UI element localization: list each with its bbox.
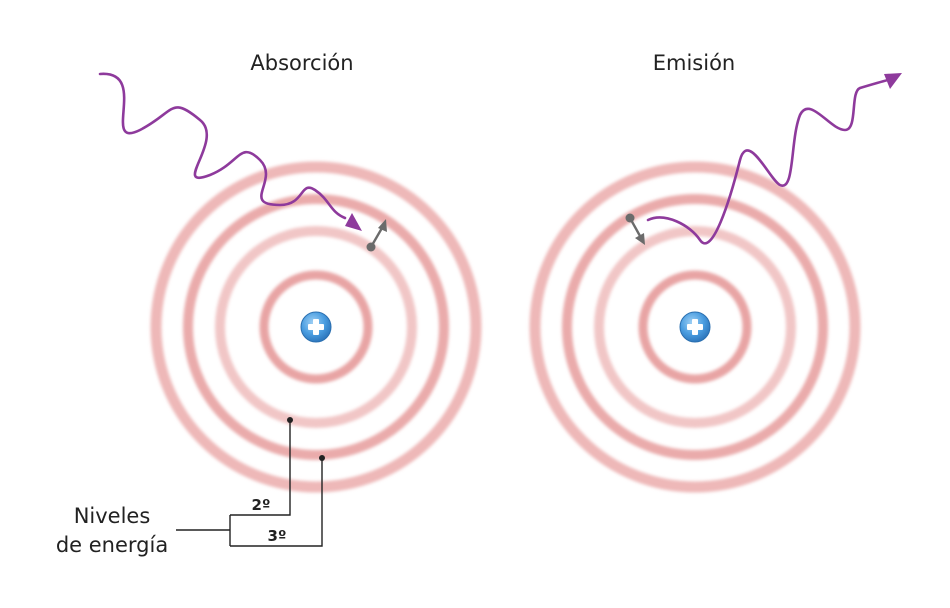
outgoing-photon-wave: [646, 78, 890, 245]
level-2-leader: [230, 420, 291, 516]
orbit-ring-4: [529, 161, 861, 493]
orbit-ring-4: [150, 161, 482, 493]
absorption-title: Absorción: [250, 51, 353, 75]
electron-arrowhead: [378, 219, 387, 232]
incoming-photon-wave: [98, 72, 347, 220]
level-3-label: 3º: [268, 527, 287, 545]
level-2-label: 2º: [252, 496, 271, 514]
legend-label-line2: de energía: [56, 533, 168, 557]
orbit-ring-3: [562, 194, 828, 460]
absorption-atom: [98, 72, 482, 493]
emission-title: Emisión: [653, 51, 736, 75]
electron-transition-arrow-icon: [628, 216, 642, 238]
nucleus-plus-icon: [300, 311, 332, 343]
orbit-ring-3: [183, 194, 449, 460]
photon-arrowhead: [345, 213, 362, 231]
nucleus-plus-icon: [679, 311, 711, 343]
orbit-ring-1: [259, 270, 373, 384]
orbit-ring-2: [594, 226, 796, 428]
emission-atom: [529, 73, 902, 493]
energy-level-legend: Niveles de energía 2º 3º: [56, 417, 325, 557]
photon-arrowhead: [884, 73, 902, 89]
orbit-ring-1: [638, 270, 752, 384]
electron-arrowhead: [635, 233, 645, 245]
orbit-ring-2: [215, 226, 417, 428]
legend-label-line1: Niveles: [74, 504, 151, 528]
level-3-leader: [230, 458, 323, 547]
electron-transition-arrow-icon: [369, 226, 384, 249]
